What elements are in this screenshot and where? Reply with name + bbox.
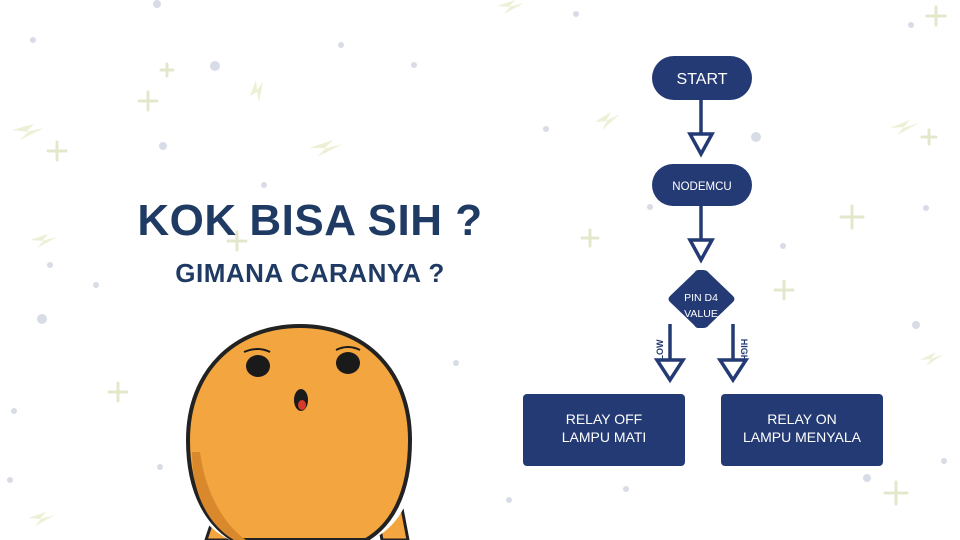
relay-on-node [721, 394, 883, 466]
relay-off-line2: LAMPU MATI [562, 429, 647, 445]
relay-on-line2: LAMPU MENYALA [743, 429, 862, 445]
nodemcu-node-label: NODEMCU [672, 181, 731, 193]
arrow-nodemcu-to-decision [687, 238, 715, 264]
relay-off-line1: RELAY OFF [566, 411, 643, 427]
left-eye-icon [246, 355, 270, 377]
low-branch-label: LOW [655, 339, 665, 360]
nodemcu-node [652, 164, 752, 206]
relay-on-line1: RELAY ON [767, 411, 837, 427]
right-eye-icon [336, 352, 360, 374]
decision-label-line1: PIN D4 [684, 292, 718, 304]
relay-off-node [523, 394, 685, 466]
surprised-orange-ball-character [180, 318, 418, 540]
headline-title: KOK BISA SIH ? [137, 196, 483, 245]
arrow-start-to-nodemcu [687, 132, 715, 158]
arrow-low-branch [653, 358, 687, 384]
flowchart: START NODEMCU PIN D4 VALUE LOW HIGH RELA… [523, 56, 883, 466]
decision-label-line2: VALUE [684, 308, 718, 320]
high-branch-label: HIGH [739, 339, 749, 362]
start-node [652, 56, 752, 100]
decision-node [668, 270, 735, 328]
arrow-high-branch [716, 358, 750, 384]
headline-subtitle: GIMANA CARANYA ? [175, 258, 445, 288]
start-node-label: START [677, 71, 728, 88]
